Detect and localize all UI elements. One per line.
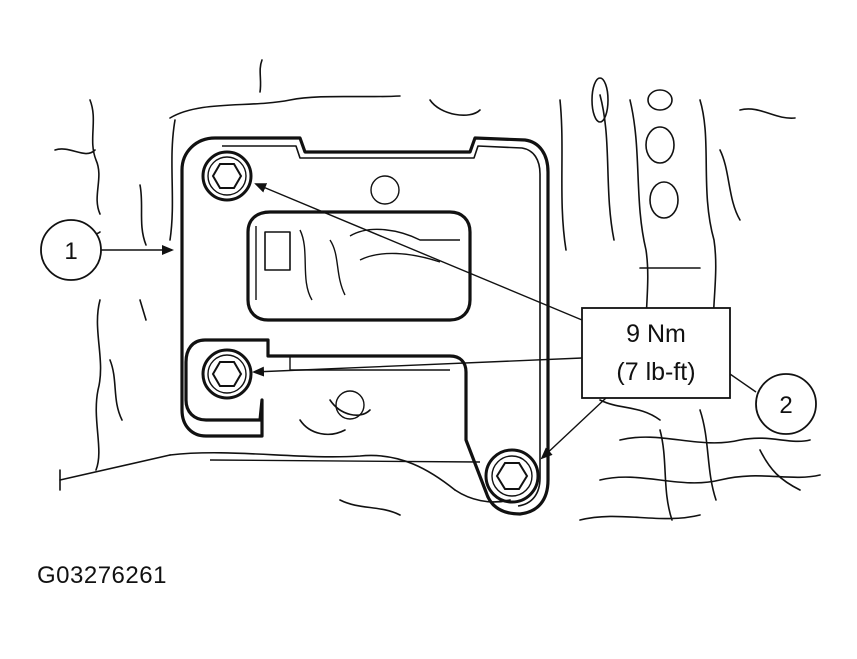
figure-id: G03276261	[37, 562, 167, 589]
callout-2-label: 2	[779, 392, 792, 419]
bolt-upper-left	[201, 150, 253, 202]
mounting-bracket	[180, 136, 550, 516]
callout-2: 2	[729, 373, 817, 435]
torque-leaders	[252, 183, 607, 460]
torque-imperial: (7 lb-ft)	[616, 358, 695, 386]
bolt-lower-left	[201, 348, 253, 400]
callout-1: 1	[40, 219, 174, 281]
torque-spec-box: 9 Nm (7 lb-ft)	[581, 307, 731, 399]
bolt-lower-right	[484, 448, 540, 504]
callout-1-label: 1	[64, 238, 77, 265]
background-structure	[54, 59, 821, 521]
torque-metric: 9 Nm	[626, 320, 686, 348]
